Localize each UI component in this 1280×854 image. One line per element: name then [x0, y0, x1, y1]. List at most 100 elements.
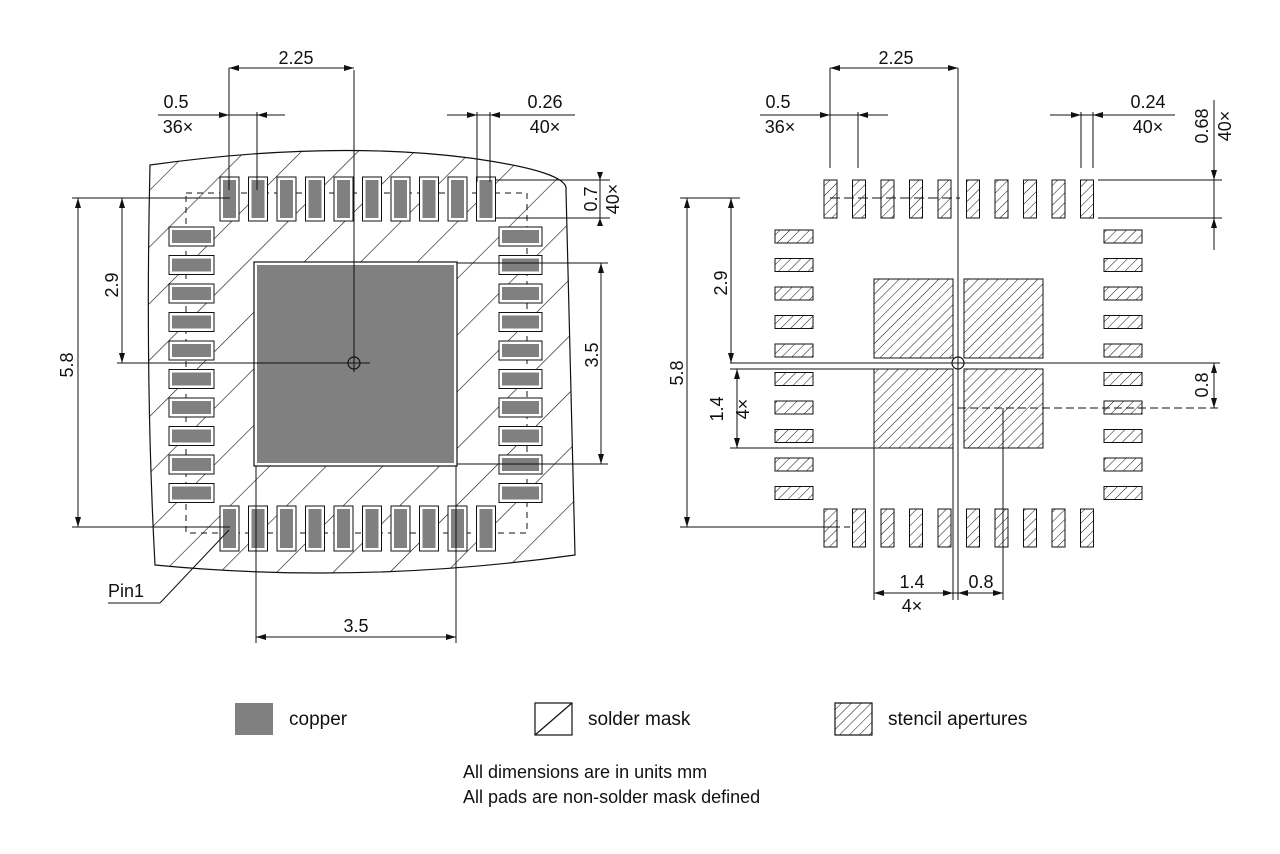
- top-pad: [390, 176, 411, 222]
- dim-pad-width-count: 40×: [530, 117, 561, 137]
- stencil-right-pad: [1103, 286, 1143, 301]
- dim-full-height: 5.8: [57, 352, 77, 377]
- stencil-bottom-pad: [852, 508, 866, 548]
- top-pad: [276, 176, 297, 222]
- top-pad-row: [219, 176, 496, 222]
- left-pad: [168, 426, 215, 446]
- dim-aperture-gap: 0.8: [1192, 372, 1212, 397]
- note-pads: All pads are non-solder mask defined: [463, 787, 760, 807]
- stencil-left-pad: [774, 258, 814, 272]
- stencil-top-row: [823, 179, 1094, 219]
- left-pad: [168, 312, 215, 332]
- left-pad: [168, 255, 215, 275]
- right-pad: [498, 226, 543, 247]
- dim-ep-width: 3.5: [343, 616, 368, 636]
- dim-bottom-gap: 0.8: [968, 572, 993, 592]
- left-pad: [168, 283, 215, 304]
- bottom-pad-row: [219, 505, 496, 552]
- legend: copper solder mask stencil apertures: [235, 702, 1027, 736]
- top-pad: [362, 176, 382, 222]
- stencil-left-pad: [774, 315, 814, 329]
- stencil-right-pad: [1103, 315, 1143, 329]
- top-pad: [248, 176, 268, 222]
- stencil-right-pad: [1103, 372, 1143, 386]
- stencil-top-pad: [880, 179, 895, 219]
- stencil-aperture-tl: [873, 278, 954, 359]
- stencil-top-pad: [823, 179, 838, 219]
- stencil-bottom-pad: [937, 508, 952, 548]
- center-mark-right: [951, 356, 965, 370]
- stencil-right-pad: [1103, 229, 1143, 244]
- right-pad: [498, 426, 543, 446]
- right-pad: [498, 483, 543, 503]
- bottom-pad: [419, 505, 439, 552]
- dim-aperture-size: 1.4: [707, 396, 727, 421]
- legend-copper-label: copper: [289, 709, 348, 730]
- stencil-right-pad: [1103, 429, 1143, 443]
- dim-pad-width-count-right: 40×: [1133, 117, 1164, 137]
- stencil-left-pad: [774, 457, 814, 472]
- dim-pad-pitch-count: 36×: [163, 117, 194, 137]
- dim-half-height-right: 2.9: [711, 270, 731, 295]
- stencil-right-column: [1103, 229, 1143, 500]
- stencil-bottom-pad: [823, 508, 838, 548]
- bottom-pad: [476, 505, 496, 552]
- stencil-aperture-bl: [873, 368, 954, 449]
- stencil-bottom-pad: [1023, 508, 1037, 548]
- dim-pad-pitch-count-right: 36×: [765, 117, 796, 137]
- bottom-pad: [333, 505, 354, 552]
- stencil-top-pad: [937, 179, 952, 219]
- top-pad: [333, 176, 354, 222]
- bottom-pad: [305, 505, 325, 552]
- dim-half-height: 2.9: [102, 272, 122, 297]
- dim-pad-pitch: 0.5: [163, 92, 188, 112]
- dim-pad-width: 0.26: [527, 92, 562, 112]
- left-pad-column: [168, 226, 215, 503]
- dim-ep-height: 3.5: [582, 342, 602, 367]
- dim-pad-width-right: 0.24: [1130, 92, 1165, 112]
- right-pad: [498, 369, 543, 389]
- stencil-left-pad: [774, 286, 814, 301]
- top-pad: [476, 176, 496, 222]
- stencil-right-pad: [1103, 486, 1143, 500]
- right-pad: [498, 340, 543, 361]
- stencil-left-pad: [774, 429, 814, 443]
- stencil-top-pad: [909, 179, 923, 219]
- bottom-pad: [219, 505, 240, 552]
- stencil-bottom-pad: [1051, 508, 1066, 548]
- left-pad: [168, 340, 215, 361]
- stencil-top-pad: [994, 179, 1009, 219]
- stencil-left-pad: [774, 229, 814, 244]
- stencil-left-pad: [774, 400, 814, 415]
- stencil-bottom-pad: [880, 508, 895, 548]
- left-pad: [168, 483, 215, 503]
- dim-bottom-aperture-count: 4×: [902, 596, 923, 616]
- legend-solder-mask-label: solder mask: [588, 709, 691, 730]
- dim-full-height-right: 5.8: [667, 360, 687, 385]
- stencil-left-pad: [774, 486, 814, 500]
- dim-pitch-top-right: 2.25: [878, 48, 913, 68]
- dim-pad-length-right: 0.68: [1192, 108, 1212, 143]
- left-pad: [168, 226, 215, 247]
- top-pad: [219, 176, 240, 222]
- stencil-top-pad: [852, 179, 866, 219]
- exposed-pad-copper: [257, 265, 454, 463]
- right-pad-column: [498, 226, 543, 503]
- stencil-right-pad: [1103, 258, 1143, 272]
- stencil-bottom-pad: [966, 508, 980, 548]
- right-pad: [498, 255, 543, 275]
- legend-copper-swatch: [235, 703, 273, 735]
- dim-pad-length: 0.7: [581, 186, 601, 211]
- bottom-pad: [390, 505, 411, 552]
- right-pad: [498, 312, 543, 332]
- legend-stencil-label: stencil apertures: [888, 709, 1027, 730]
- bottom-pad: [447, 505, 468, 552]
- center-mark: [347, 356, 361, 370]
- dim-pad-pitch-right: 0.5: [765, 92, 790, 112]
- right-pad: [498, 283, 543, 304]
- top-pad: [419, 176, 439, 222]
- stencil-top-pad: [1080, 179, 1094, 219]
- left-view: 2.25 0.5 36× 0.26 40× 0.7 40× 2.9: [57, 48, 623, 643]
- stencil-bottom-row: [823, 508, 1094, 548]
